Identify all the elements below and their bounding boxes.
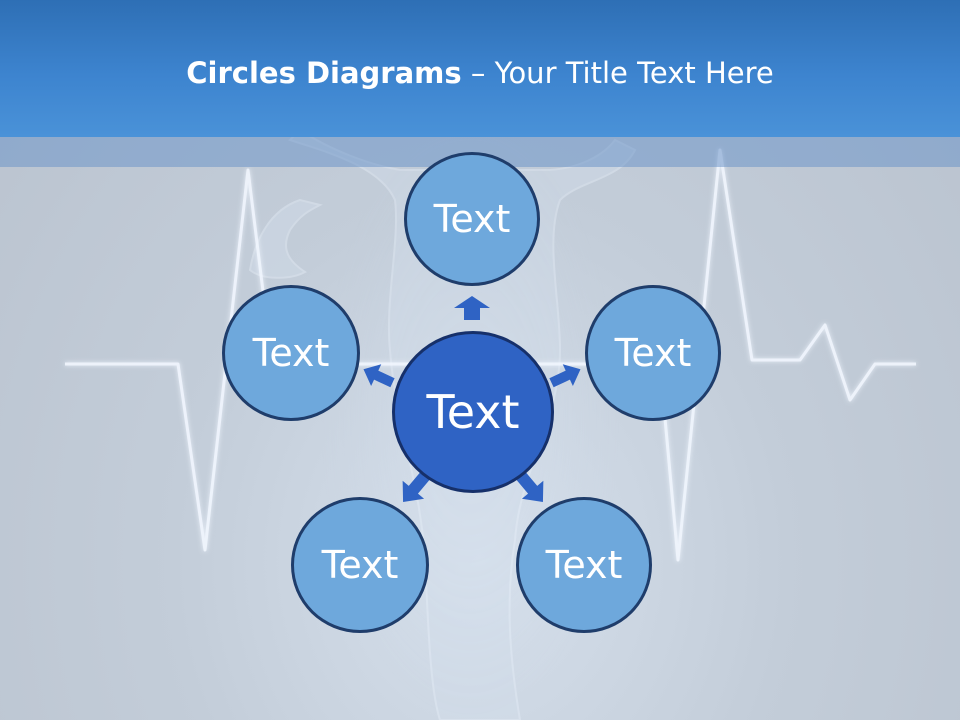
arrow-lower-right (516, 472, 544, 503)
node-left-label: Text (252, 331, 330, 375)
node-right-label: Text (614, 331, 692, 375)
node-bottom-right-label: Text (545, 543, 623, 587)
node-top: Text (404, 152, 540, 286)
title-rest: Your Title Text Here (494, 56, 774, 90)
slide-title: Circles Diagrams – Your Title Text Here (0, 56, 960, 90)
title-dash: – (461, 56, 495, 90)
node-right: Text (585, 285, 721, 421)
node-top-label: Text (433, 197, 511, 241)
title-bold: Circles Diagrams (186, 56, 462, 90)
node-center-label: Text (426, 385, 520, 439)
node-bottom-left: Text (291, 497, 429, 633)
header-bar (0, 0, 960, 137)
arrow-left (363, 364, 395, 388)
arrow-up (454, 296, 490, 320)
node-left: Text (222, 285, 360, 421)
node-bottom-left-label: Text (321, 543, 399, 587)
arrow-lower-left (402, 472, 430, 503)
node-bottom-right: Text (516, 497, 652, 633)
arrow-right (549, 364, 581, 388)
node-center: Text (392, 331, 554, 493)
